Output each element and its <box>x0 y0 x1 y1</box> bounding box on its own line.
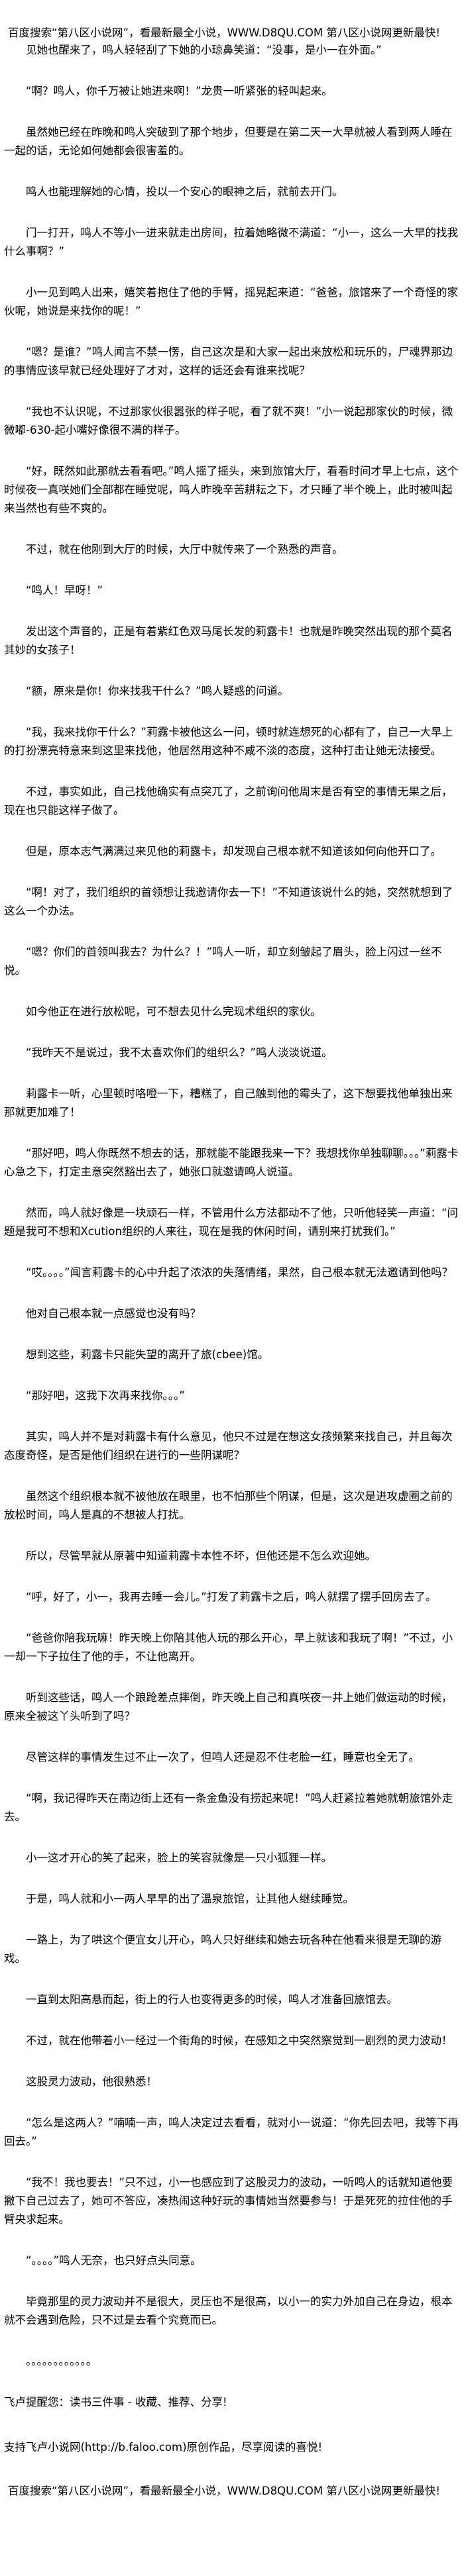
paragraph: 不过，事实如此，自己找他确实有点突兀了，之前询问他周末是否有空的事情无果之后，现… <box>4 785 453 817</box>
paragraph: “好，既然如此那就去看看吧。”鸣人摇了摇头，来到旅馆大厅，看看时间才早上七点，这… <box>4 465 459 515</box>
paragraph: “。。。。”鸣人无奈，也只好点头同意。 <box>26 2254 202 2267</box>
paragraph: 虽然她已经在昨晚和鸣人突破到了那个地步，但要是在第二天一大早就被人看到两人睡在一… <box>4 126 453 157</box>
paragraph: 尽管这样的事情发生过不止一次了，但鸣人还是忍不住老脸一红，睡意也全无了。 <box>26 1751 420 1763</box>
paragraph: “呼，好了，小一，我再去睡一会儿。”打发了莉露卡之后，鸣人就摆了摆手回房去了。 <box>26 1591 437 1603</box>
paragraph: “啊，我记得昨天在南边街上还有一条金鱼没有捞起来呢！”鸣人赶紧拉着她就朝旅馆外走… <box>4 1792 453 1823</box>
paragraph: “爸爸你陪我玩嘛！昨天晚上你陪其他人玩的那么开心，早上就该和我玩了啊！”不过，小… <box>4 1632 453 1663</box>
paragraph: 虽然这个组织根本就不被他放在眼里，也不怕那些个阴谋，但是，这次是进攻虚圈之前的放… <box>4 1490 453 1521</box>
paragraph: “嗯？是谁？”鸣人闻言不禁一愣，自己这次是和大家一起出来放松和玩乐的，尸魂界那边… <box>4 346 453 377</box>
paragraph: 毕竟那里的灵力波动并不是很大，灵压也不是很高，以小一的实力外加自己在身边，根本就… <box>4 2295 453 2326</box>
paragraph: “那好吧，这我下次再来找你。。。” <box>26 1389 185 1402</box>
site-banner-top: 百度搜索“第八区小说网”，看最新最全小说，WWW.D8QU.COM 第八区小说网… <box>8 26 441 39</box>
paragraph: “哎。。。。”闻言莉露卡的心中升起了浓浓的失落情绪，果然，自己根本就无法邀请到他… <box>26 1266 453 1279</box>
paragraph: 他对自己根本就一点感觉也没有吗？ <box>26 1307 201 1320</box>
paragraph: 其实，鸣人并不是对莉露卡有什么意见，他只不过是在想这女孩频繁来找自己，并且每次态… <box>4 1430 453 1461</box>
paragraph: 莉露卡一听，心里顿时咯噔一下，糟糕了，自己触到他的霉头了，这下想要找他单独出来那… <box>4 1087 453 1118</box>
paragraph: “嗯？你们的首领叫我去？为什么？！”鸣人一听，却立刻皱起了眉头，脸上闪过一丝不悦… <box>4 946 442 977</box>
paragraph: 小一见到鸣人出来，嬉笑着抱住了他的手臂，摇晃起来道：“爸爸，旅馆来了一个奇怪的家… <box>4 286 459 317</box>
paragraph: “鸣人！早呀！” <box>26 584 103 597</box>
paragraph: “那好吧，鸣人你既然不想去的话，那就能不能跟我来一下？我想找你单独聊聊。。。”莉… <box>4 1147 459 1178</box>
paragraph: 然而，鸣人就好像是一块顽石一样，不管用什么方法都动不了他，只听他轻笑一声道：“问… <box>4 1207 459 1238</box>
paragraph: “啊？鸣人，你千万被让她进来啊！”龙贵一听紧张的轻叫起来。 <box>26 85 333 97</box>
support-notice: 支持飞卢小说网(http://b.faloo.com)原创作品，尽享阅读的喜悦! <box>4 2441 323 2453</box>
chapter-body: 见她也醒来了，鸣人轻轻刮了下她的小琼鼻笑道：“没事，是小一在外面。” “啊？鸣人，… <box>4 41 459 2371</box>
paragraph: 一路上，为了哄这个便宜女儿开心，鸣人只好继续和她去玩各种在他看来很是无聊的游戏。 <box>4 1934 441 1965</box>
paragraph: 小一这才开心的笑了起来，脸上的笑容就像是一只小狐狸一样。 <box>26 1852 332 1864</box>
paragraph: 见她也醒来了，鸣人轻轻刮了下她的小琼鼻笑道：“没事，是小一在外面。” <box>26 44 382 56</box>
footer-notes: 飞卢提醒您：读书三件事 - 收藏、推荐、分享! 支持飞卢小说网(http://b.… <box>4 2393 459 2457</box>
paragraph: 鸣人也能理解她的心情，投以一个安心的眼神之后，就前去开门。 <box>26 185 343 198</box>
paragraph: 所以，尽管早就从原著中知道莉露卡本性不坏，但他还是不怎么欢迎她。 <box>26 1550 376 1562</box>
paragraph: 。。。。。。。。。。。。 <box>26 2355 97 2367</box>
paragraph: “我昨天不是说过，我不太喜欢你们的组织么？”鸣人淡淡说道。 <box>26 1046 333 1059</box>
paragraph: 发出这个声音的，正是有着紫红色双马尾长发的莉露卡！也就是昨晚突然出现的那个莫名其… <box>4 625 453 656</box>
paragraph: 不过，就在他带着小一经过一个街角的时候，在感知之中突然察觉到一剧烈的灵力波动！ <box>26 2034 453 2047</box>
paragraph: 想到这些，莉露卡只能失望的离开了旅(cbee)馆。 <box>26 1348 269 1361</box>
paragraph: 这股灵力波动，他很熟悉！ <box>26 2075 157 2088</box>
paragraph: 一直到太阳高悬而起，街上的行人也变得更多的时候，鸣人才准备回旅馆去。 <box>26 1993 398 2006</box>
reading-reminder: 飞卢提醒您：读书三件事 - 收藏、推荐、分享! <box>4 2396 227 2408</box>
paragraph: 于是，鸣人就和小一两人早早的出了温泉旅馆，让其他人继续睡觉。 <box>26 1893 354 1905</box>
paragraph: “我也不认识呢，不过那家伙很嚣张的样子呢，看了就不爽！”小一说起那家伙的时候，微… <box>4 405 453 436</box>
paragraph: 如今他正在进行放松呢，可不想去见什么完现术组织的家伙。 <box>26 1005 321 1018</box>
paragraph: “我不！我也要去！”只不过，小一也感应到了这股灵力的波动，一听鸣人的话就知道他要… <box>4 2176 453 2226</box>
site-banner-bottom: 百度搜索“第八区小说网”，看最新最全小说，WWW.D8QU.COM 第八区小说网… <box>8 2485 441 2497</box>
paragraph: “我，我来找你干什么？”莉露卡被他这么一问，顿时就连想死的心都有了，自己一大早上… <box>4 726 453 757</box>
paragraph: “额，原来是你！你来找我干什么？”鸣人疑惑的问道。 <box>26 685 289 697</box>
paragraph: 但是，原本志气满满过来见他的莉露卡，却发现自己根本就不知道该如何向他开口了。 <box>26 845 441 858</box>
paragraph: “啊！对了，我们组织的首领想让我邀请你去一下！”不知道该说什么的她，突然就想到了… <box>4 886 453 917</box>
paragraph: 门一打开，鸣人不等小一进来就走出房间，拉着她略微不满道：“小一，这么一大早的找我… <box>4 226 459 258</box>
paragraph: 不过，就在他刚到大厅的时候，大厅中就传来了一个熟悉的声音。 <box>26 543 343 556</box>
paragraph: “怎么是这两人？”喃喃一声，鸣人决定过去看看，就对小一说道：“你先回去吧，我等下… <box>4 2116 459 2148</box>
paragraph: 听到这些话，鸣人一个踉跄差点摔倒，昨天晚上自己和真咲夜一井上她们做运动的时候，原… <box>4 1691 453 1722</box>
